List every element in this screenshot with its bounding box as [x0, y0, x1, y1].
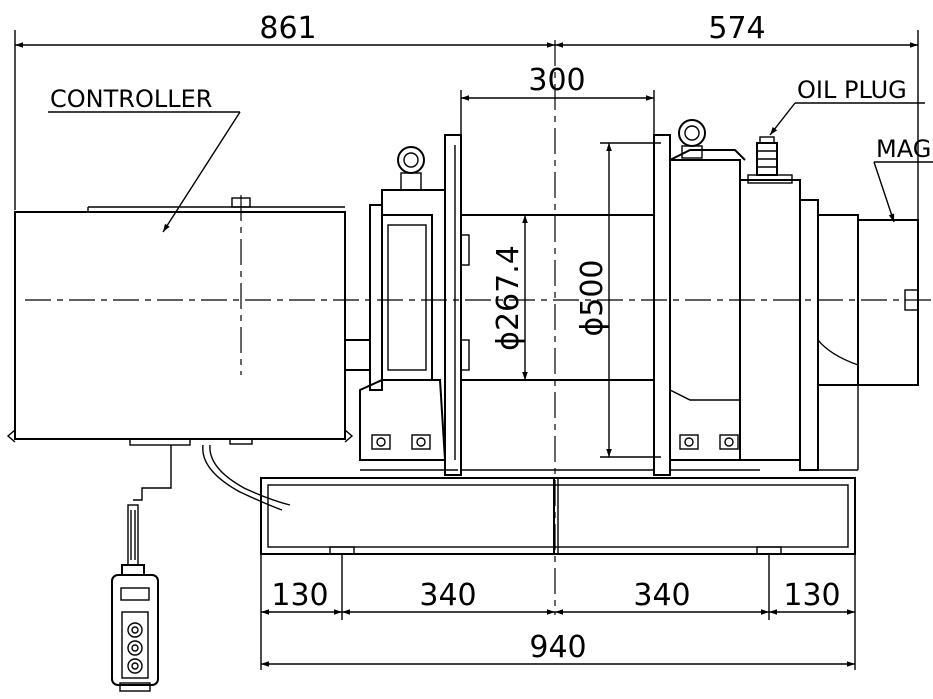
- left-flange: [444, 134, 470, 476]
- mag-leader: [873, 161, 933, 223]
- cable: [133, 444, 291, 511]
- controller-leader: [48, 111, 241, 233]
- dimension-940: 940: [529, 630, 586, 665]
- dimension-drum-diameter: ϕ267.4: [491, 245, 526, 351]
- controller-label: CONTROLLER: [50, 85, 212, 113]
- drum: [461, 142, 661, 471]
- dimension-340-left: 340: [419, 578, 476, 613]
- dimension-340-right: 340: [633, 578, 690, 613]
- bottom-dimension-lines: [260, 554, 856, 670]
- motor-housing: [344, 146, 458, 471]
- dimension-flange-diameter: ϕ500: [575, 259, 610, 336]
- top-dimension-lines: [14, 30, 919, 235]
- dimension-130-left: 130: [271, 578, 328, 613]
- dimension-130-right: 130: [783, 578, 840, 613]
- magnetic-brake: [799, 199, 919, 471]
- oil-plug-label: OIL PLUG: [797, 76, 907, 104]
- dimension-300: 300: [528, 63, 585, 98]
- dimension-861: 861: [259, 11, 316, 46]
- oil-plug: [756, 136, 778, 176]
- center-lines: [25, 40, 933, 615]
- controller-box: [6, 197, 354, 446]
- dimension-574: 574: [708, 11, 765, 46]
- oil-plug-leader: [769, 102, 925, 136]
- right-flange: [653, 134, 671, 476]
- pendant-switch: [111, 504, 159, 692]
- mag-label: MAG: [876, 135, 931, 163]
- gearbox-housing: [669, 119, 801, 471]
- base-frame: [260, 477, 856, 555]
